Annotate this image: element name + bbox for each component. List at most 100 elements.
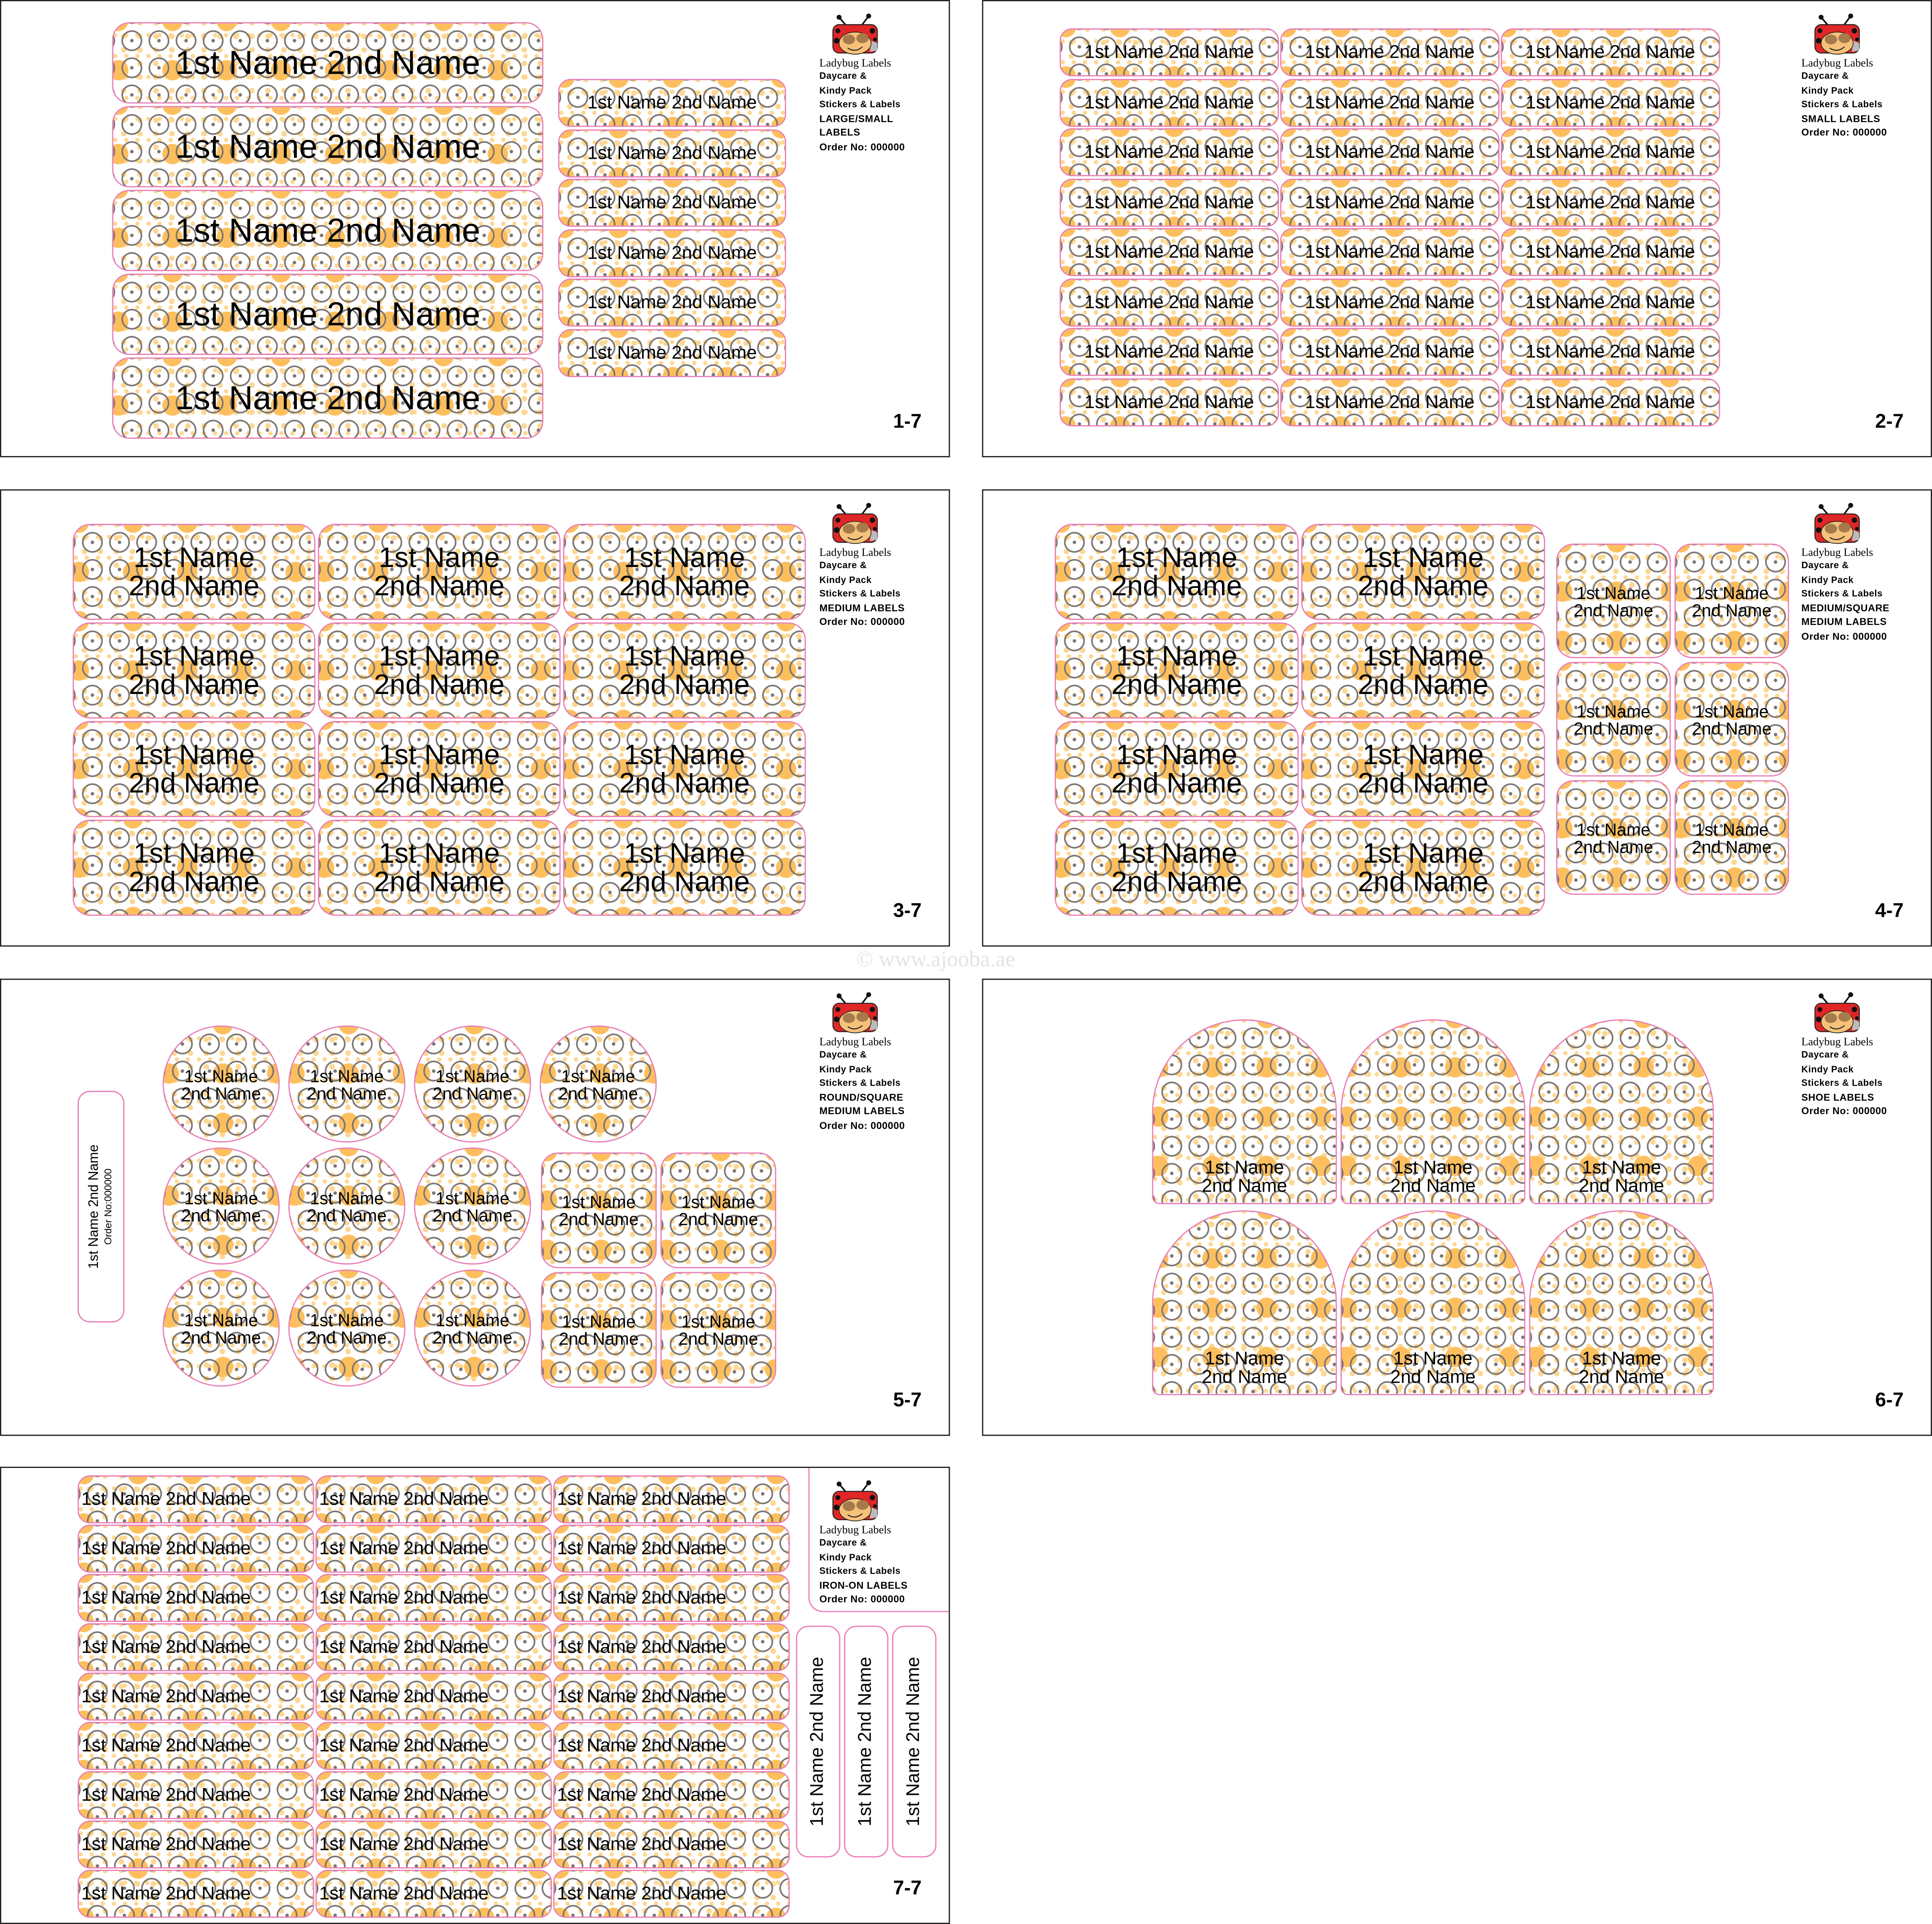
vertical-name-label[interactable]: 1st Name 2nd Name	[796, 1626, 841, 1858]
name-label[interactable]: 1st Name 2nd Name	[315, 1475, 552, 1524]
name-label[interactable]: 1st Name 2nd Name	[1059, 328, 1279, 376]
name-label[interactable]: 1st Name 2nd Name	[553, 1722, 790, 1770]
name-label[interactable]: 1st Name 2nd Name	[112, 357, 544, 439]
name-label[interactable]: 1st Name 2nd Name	[1059, 278, 1279, 326]
name-label[interactable]: 1st Name 2nd Name	[1501, 328, 1720, 376]
name-label[interactable]: 1st Name 2nd Name	[558, 229, 786, 277]
name-label[interactable]: 1st Name 2nd Name	[1280, 378, 1500, 426]
name-label[interactable]: 1st Name 2nd Name	[78, 1475, 314, 1524]
name-label[interactable]: 1st Name 2nd Name	[1059, 128, 1279, 176]
name-label[interactable]: 1st Name 2nd Name	[1501, 28, 1720, 76]
name-label[interactable]: 1st Name 2nd Name	[315, 1722, 552, 1770]
name-label[interactable]: 1st Name 2nd Name	[558, 129, 786, 177]
name-label[interactable]: 1st Name 2nd Name	[1280, 28, 1500, 76]
name-label[interactable]: 1st Name 2nd Name	[112, 22, 544, 104]
name-label[interactable]: 1st Name 2nd Name	[112, 106, 544, 188]
name-label[interactable]: 1st Name 2nd Name	[553, 1525, 790, 1573]
name-label[interactable]: 1st Name 2nd Name	[553, 1869, 790, 1918]
name-label[interactable]: 1st Name 2nd Name	[315, 1525, 552, 1573]
name-label[interactable]: 1st Name 2nd Name	[553, 1771, 790, 1819]
name-label[interactable]: 1st Name 2nd Name	[553, 1574, 790, 1622]
name-label[interactable]: 1st Name 2nd Name	[1280, 178, 1500, 226]
name-label[interactable]: 1st Name 2nd Name	[1059, 378, 1279, 426]
name-label[interactable]: 1st Name 2nd Name	[1280, 128, 1500, 176]
name-label[interactable]: 1st Name 2nd Name	[1059, 78, 1279, 126]
name-label[interactable]: 1st Name 2nd Name	[78, 1820, 314, 1869]
name-label[interactable]: 1st Name 2nd Name	[112, 190, 544, 272]
name-label[interactable]: 1st Name 2nd Name	[315, 1672, 552, 1721]
name-label[interactable]: 1st Name 2nd Name	[558, 279, 786, 327]
name-label[interactable]: 1st Name 2nd Name	[315, 1771, 552, 1819]
name-label[interactable]: 1st Name 2nd Name	[1059, 178, 1279, 226]
vertical-name-label[interactable]: 1st Name 2nd Name	[892, 1626, 937, 1858]
name-label[interactable]: 1st Name 2nd Name	[553, 1820, 790, 1869]
name-label[interactable]: 1st Name 2nd Name	[1280, 228, 1500, 276]
name-label[interactable]: 1st Name 2nd Name	[558, 179, 786, 227]
name-label[interactable]: 1st Name 2nd Name	[78, 1869, 314, 1918]
name-label[interactable]: 1st Name 2nd Name	[78, 1722, 314, 1770]
name-label[interactable]: 1st Name 2nd Name	[553, 1623, 790, 1672]
name-label[interactable]: 1st Name 2nd Name	[315, 1623, 552, 1672]
name-label[interactable]: 1st Name 2nd Name	[112, 273, 544, 355]
vertical-name-label[interactable]: 1st Name 2nd Name	[844, 1626, 889, 1858]
name-label[interactable]: 1st Name 2nd Name	[1501, 378, 1720, 426]
name-label[interactable]: 1st Name 2nd Name	[1280, 78, 1500, 126]
name-label[interactable]: 1st Name 2nd Name	[1501, 228, 1720, 276]
name-label[interactable]: 1st Name 2nd Name	[315, 1869, 552, 1918]
name-label[interactable]: 1st Name 2nd Name	[1501, 278, 1720, 326]
name-label[interactable]: 1st Name 2nd Name	[78, 1672, 314, 1721]
name-label[interactable]: 1st Name 2nd Name	[78, 1525, 314, 1573]
name-label[interactable]: 1st Name 2nd Name	[558, 79, 786, 127]
name-label[interactable]: 1st Name 2nd Name	[558, 328, 786, 377]
name-label[interactable]: 1st Name 2nd Name	[78, 1771, 314, 1819]
name-label[interactable]: 1st Name 2nd Name	[1059, 28, 1279, 76]
name-label[interactable]: 1st Name 2nd Name	[1501, 78, 1720, 126]
name-label[interactable]: 1st Name 2nd Name	[78, 1623, 314, 1672]
name-label[interactable]: 1st Name 2nd Name	[78, 1574, 314, 1622]
name-label[interactable]: 1st Name 2nd Name	[553, 1475, 790, 1524]
